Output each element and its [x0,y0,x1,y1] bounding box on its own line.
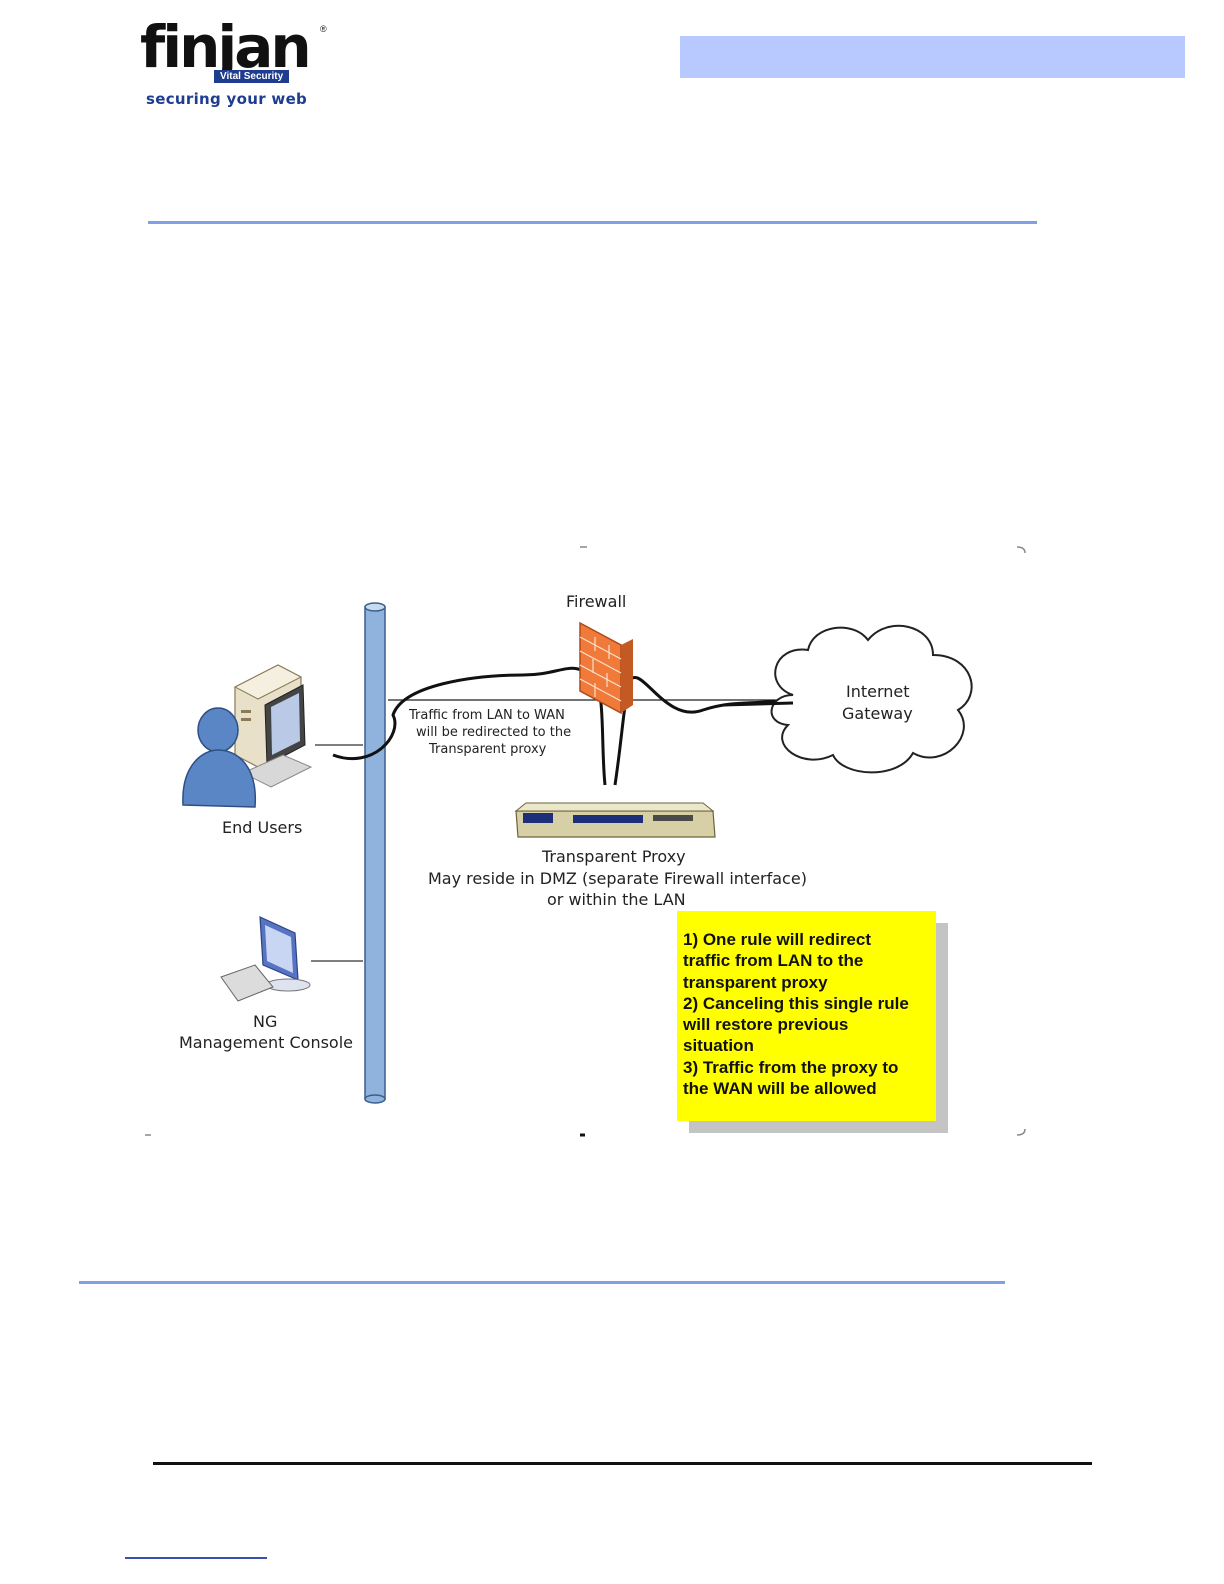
internet-gateway-label-1: Internet [846,682,910,701]
internet-gateway-label-2: Gateway [842,704,913,723]
logo-badge: Vital Security [214,70,290,83]
lan-backbone [364,602,386,1104]
rules-note-text: 1) One rule will redirect traffic from L… [683,930,909,1099]
finjan-logo: finjan ® Vital Security securing your we… [140,16,340,112]
section-rule-top [148,221,1037,224]
traffic-note-line-1: Traffic from LAN to WAN [409,708,565,723]
diagram-graphics [145,546,1026,1137]
traffic-note-line-3: Transparent proxy [429,742,547,757]
registered-mark-icon: ® [320,24,327,34]
frame-marks [145,546,1026,1137]
console-label-1: NG [253,1012,278,1031]
section-rule-middle [79,1281,1005,1284]
logo-tagline: securing your web [146,90,308,108]
end-users-label: End Users [222,818,303,837]
end-user-person-icon [182,707,256,808]
console-label-2: Management Console [179,1033,353,1052]
proxy-label-2: May reside in DMZ (separate Firewall int… [428,869,807,888]
internet-cloud-icon [770,624,973,774]
logo-wordmark: finjan [140,13,312,81]
rules-sticky-note: 1) One rule will redirect traffic from L… [677,911,936,1121]
footer-link-underline[interactable] [125,1557,267,1559]
traffic-note-line-2: will be redirected to the [416,725,572,740]
console-monitor-icon [220,916,311,1002]
proxy-label-1: Transparent Proxy [542,847,686,866]
proxy-appliance-icon [514,802,716,838]
header-band [680,36,1185,78]
end-user-computer-icon [233,664,313,788]
network-diagram: Firewall Internet Gateway Traffic from L… [143,545,1027,1139]
proxy-label-3: or within the LAN [547,890,686,909]
proxy-return-path [613,676,784,786]
firewall-label: Firewall [566,592,627,611]
firewall-icon [579,621,633,715]
gateway-link [722,701,794,707]
footer-rule [153,1462,1092,1465]
